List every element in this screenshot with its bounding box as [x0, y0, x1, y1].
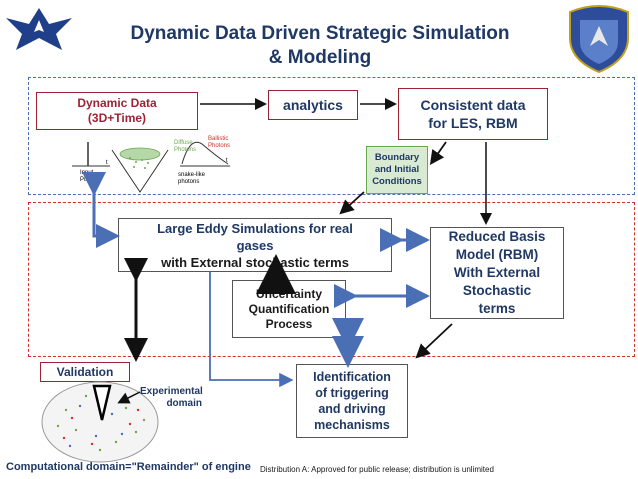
plot-label-photons-3: photons [178, 179, 199, 185]
experimental-domain-label: Experimental domain [140, 386, 203, 410]
plot-label-t1: t [106, 160, 108, 166]
identification-box: Identification of triggering and driving… [296, 364, 408, 438]
boundary-line-1: Boundary [374, 152, 420, 163]
dynamic-data-box: Dynamic Data (3D+Time) [36, 92, 198, 130]
analytics-box: analytics [268, 90, 358, 120]
uq-line-2: Quantification [248, 301, 330, 316]
boundary-line-3: Conditions [372, 176, 422, 187]
plot-label-snake: snake-like [178, 172, 206, 178]
dynamic-data-line-2: (3D+Time) [87, 111, 147, 125]
experimental-line-2: domain [166, 398, 202, 409]
computational-domain-label: Computational domain="Remainder" of engi… [6, 461, 251, 473]
consistent-line-1: Consistent data [420, 97, 526, 113]
consistent-data-box: Consistent data for LES, RBM [398, 88, 548, 140]
analytics-label: analytics [283, 97, 343, 113]
distribution-statement: Distribution A: Approved for public rele… [260, 465, 494, 474]
experimental-line-1: Experimental [140, 386, 203, 397]
plot-label-ballistic: Ballistic [208, 136, 228, 142]
rbm-line-1: Reduced Basis [448, 229, 546, 244]
plot-label-photons-1: Photons [208, 143, 230, 149]
les-line-1: Large Eddy Simulations for real [157, 220, 353, 236]
arrow-consistent-boundary [429, 141, 447, 165]
les-line-2: gases [236, 237, 274, 253]
validation-box: Validation [40, 362, 130, 382]
uq-line-3: Process [265, 316, 313, 331]
uncertainty-quantification-box: Uncertainty Quantification Process [232, 280, 346, 338]
boundary-conditions-box: Boundary and Initial Conditions [366, 146, 428, 194]
title-line-2: & Modeling [268, 47, 372, 68]
validation-label: Validation [56, 365, 114, 379]
arrow-experimental [117, 391, 141, 404]
plot-label-photons-2: Photons [174, 147, 196, 153]
plot-label-t2: t [226, 158, 228, 164]
ident-line-2: of triggering [315, 386, 389, 400]
arrow-data-les [82, 172, 120, 248]
afrl-shield-logo [569, 5, 629, 74]
arrow-boundary-les [339, 191, 365, 215]
simulation-region-frame [28, 202, 635, 357]
ident-line-3: and driving [318, 402, 386, 416]
ident-line-4: mechanisms [314, 418, 390, 432]
consistent-line-2: for LES, RBM [428, 115, 518, 131]
rbm-line-3: With External [453, 265, 541, 280]
ident-line-1: Identification [313, 370, 391, 384]
air-force-logo [6, 8, 72, 50]
rbm-line-5: terms [478, 301, 516, 316]
dynamic-data-line-1: Dynamic Data [77, 96, 157, 110]
arrow-les-ident [209, 272, 294, 388]
arrow-rbm-ident [415, 323, 453, 359]
rbm-line-2: Model (RBM) [455, 247, 539, 262]
boundary-line-2: and Initial [374, 164, 420, 175]
les-box: Large Eddy Simulations for real gases wi… [118, 218, 392, 272]
rbm-box: Reduced Basis Model (RBM) With External … [430, 227, 564, 319]
data-region-frame [28, 77, 635, 195]
title-line-1: Dynamic Data Driven Strategic Simulation [130, 23, 510, 44]
rbm-line-4: Stochastic [462, 283, 532, 298]
les-line-3: with External stochastic terms [161, 254, 349, 270]
plot-label-diffuse: Diffuse [174, 140, 193, 146]
page-title: Dynamic Data Driven Strategic Simulation… [70, 22, 570, 70]
